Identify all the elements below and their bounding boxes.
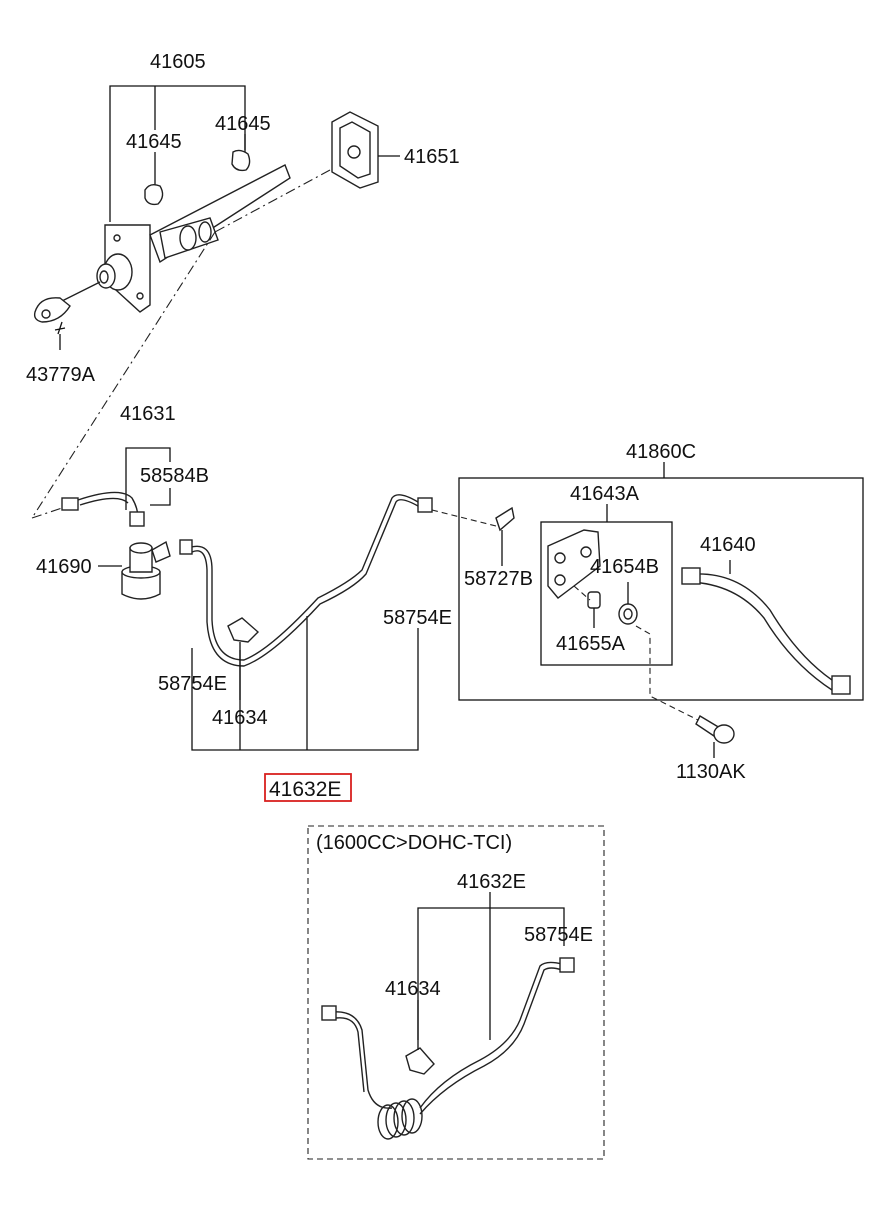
- clip-43779a: [54, 321, 66, 350]
- clip-58727b: [431, 506, 515, 566]
- kit-box: [458, 477, 864, 701]
- label-58754e-a: 58754E: [383, 607, 452, 629]
- label-variant-41632e: 41632E: [457, 871, 526, 893]
- label-41690: 41690: [36, 556, 92, 578]
- highlight-box: [264, 773, 352, 802]
- label-41654b: 41654B: [590, 556, 659, 578]
- label-41643a: 41643A: [570, 483, 640, 505]
- push-rod-clevis: [33, 297, 71, 323]
- clip-41645-a: [144, 183, 164, 206]
- label-1130ak: 1130AK: [676, 761, 746, 783]
- master-cylinder-group: [33, 85, 291, 350]
- label-variant-title: (1600CC>DOHC-TCI): [316, 832, 512, 854]
- tube-41632e: [179, 494, 433, 751]
- label-58584b: 58584B: [140, 465, 209, 487]
- label-41655a: 41655A: [556, 633, 626, 655]
- label-variant-58754e: 58754E: [524, 924, 593, 946]
- label-41605: 41605: [150, 51, 206, 73]
- label-41860c: 41860C: [626, 441, 696, 463]
- label-41640: 41640: [700, 534, 756, 556]
- variant-box: [307, 825, 605, 1160]
- label-variant-41634: 41634: [385, 978, 441, 1000]
- label-58754e-b: 58754E: [158, 673, 227, 695]
- leader-41605: [109, 85, 246, 222]
- label-41645-b: 41645: [215, 113, 271, 135]
- subkit-box: [540, 521, 673, 666]
- label-41632e: 41632E: [269, 778, 341, 801]
- label-41651: 41651: [404, 146, 460, 168]
- fitting-41690: [98, 540, 171, 600]
- gasket-41651: [331, 111, 400, 189]
- clip-41645-b: [231, 149, 251, 172]
- hose-41631: [61, 447, 171, 527]
- label-43779a: 43779A: [26, 364, 96, 386]
- label-41645-a: 41645: [126, 131, 182, 153]
- hose-41640-end-a: [681, 567, 701, 585]
- label-41631: 41631: [120, 403, 176, 425]
- bolt-1130ak: [635, 625, 735, 758]
- label-58727b: 58727B: [464, 568, 533, 590]
- labels: 41605 41645 41645 41651 43779A 41631 585…: [26, 51, 756, 1000]
- variant-group: [307, 825, 605, 1160]
- hose-41640-end-b: [831, 675, 851, 695]
- kit-41860c: [458, 462, 864, 701]
- label-41634: 41634: [212, 707, 268, 729]
